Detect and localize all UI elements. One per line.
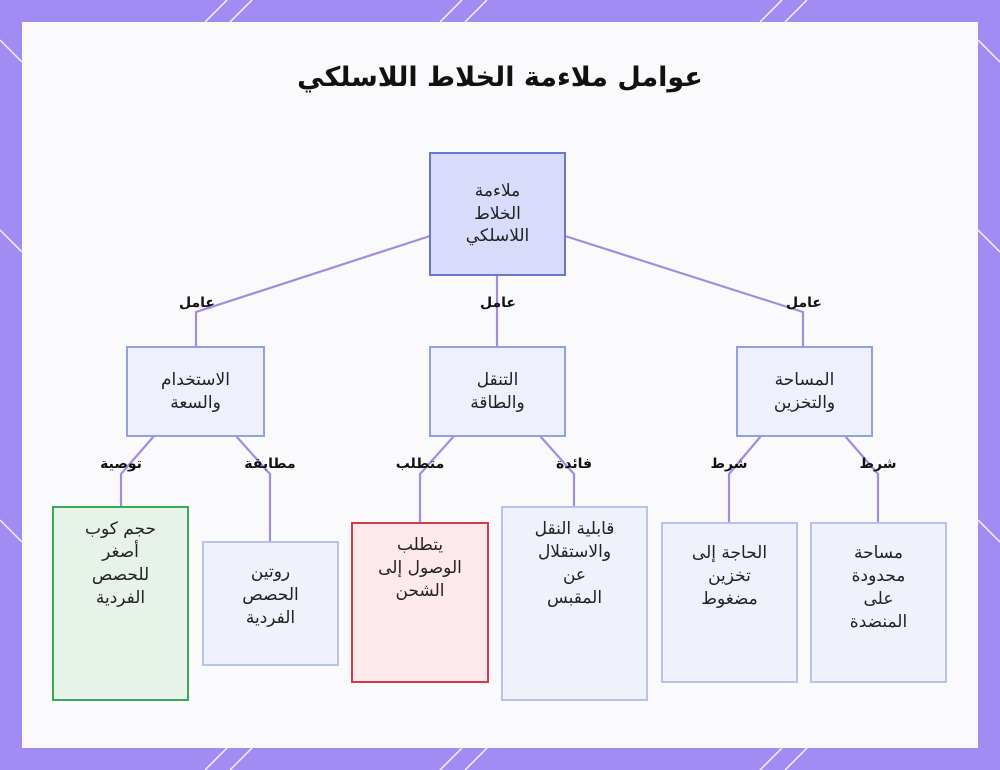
node-single-serving-routine[interactable]: روتين الحصص الفردية [202,541,339,666]
edge-space-counter [844,435,880,523]
edge-usage-smaller-cup [119,435,155,507]
edge-root-usage [194,234,431,347]
edge-mobility-charging [418,435,455,523]
edge-usage-single-routine [235,435,272,541]
node-space-storage[interactable]: المساحة والتخزين [736,346,873,437]
edge-label-recommendation: توصية [100,456,142,472]
edge-label-condition-storage: شرط [710,456,748,472]
edge-root-space [564,234,805,347]
edge-label-condition-counter: شرط [859,456,897,472]
edge-label-requires: متطلب [395,456,445,472]
node-usage-capacity[interactable]: الاستخدام والسعة [126,346,265,437]
node-needs-charging[interactable]: يتطلب الوصول إلى الشحن [351,522,489,683]
node-compact-storage[interactable]: الحاجة إلى تخزين مضغوط [661,522,798,683]
node-portability[interactable]: قابلية النقل والاستقلال عن المقبس [501,506,648,701]
edge-label-factor-mobility: عامل [480,295,516,311]
edge-mobility-portability [539,435,576,507]
diagram-title: عوامل ملاءمة الخلاط اللاسلكي [297,62,703,93]
edge-label-match: مطابقة [244,456,296,472]
edge-label-benefit: فائدة [555,456,593,472]
node-smaller-cup[interactable]: حجم كوب أصغر للحصص الفردية [52,506,189,701]
node-root[interactable]: ملاءمة الخلاط اللاسلكي [429,152,566,276]
node-mobility-power[interactable]: التنقل والطاقة [429,346,566,437]
edge-label-factor-usage: عامل [179,295,215,311]
edge-label-factor-space: عامل [786,295,822,311]
node-limited-counter[interactable]: مساحة محدودة على المنضدة [810,522,947,683]
edge-space-storage [727,435,762,523]
